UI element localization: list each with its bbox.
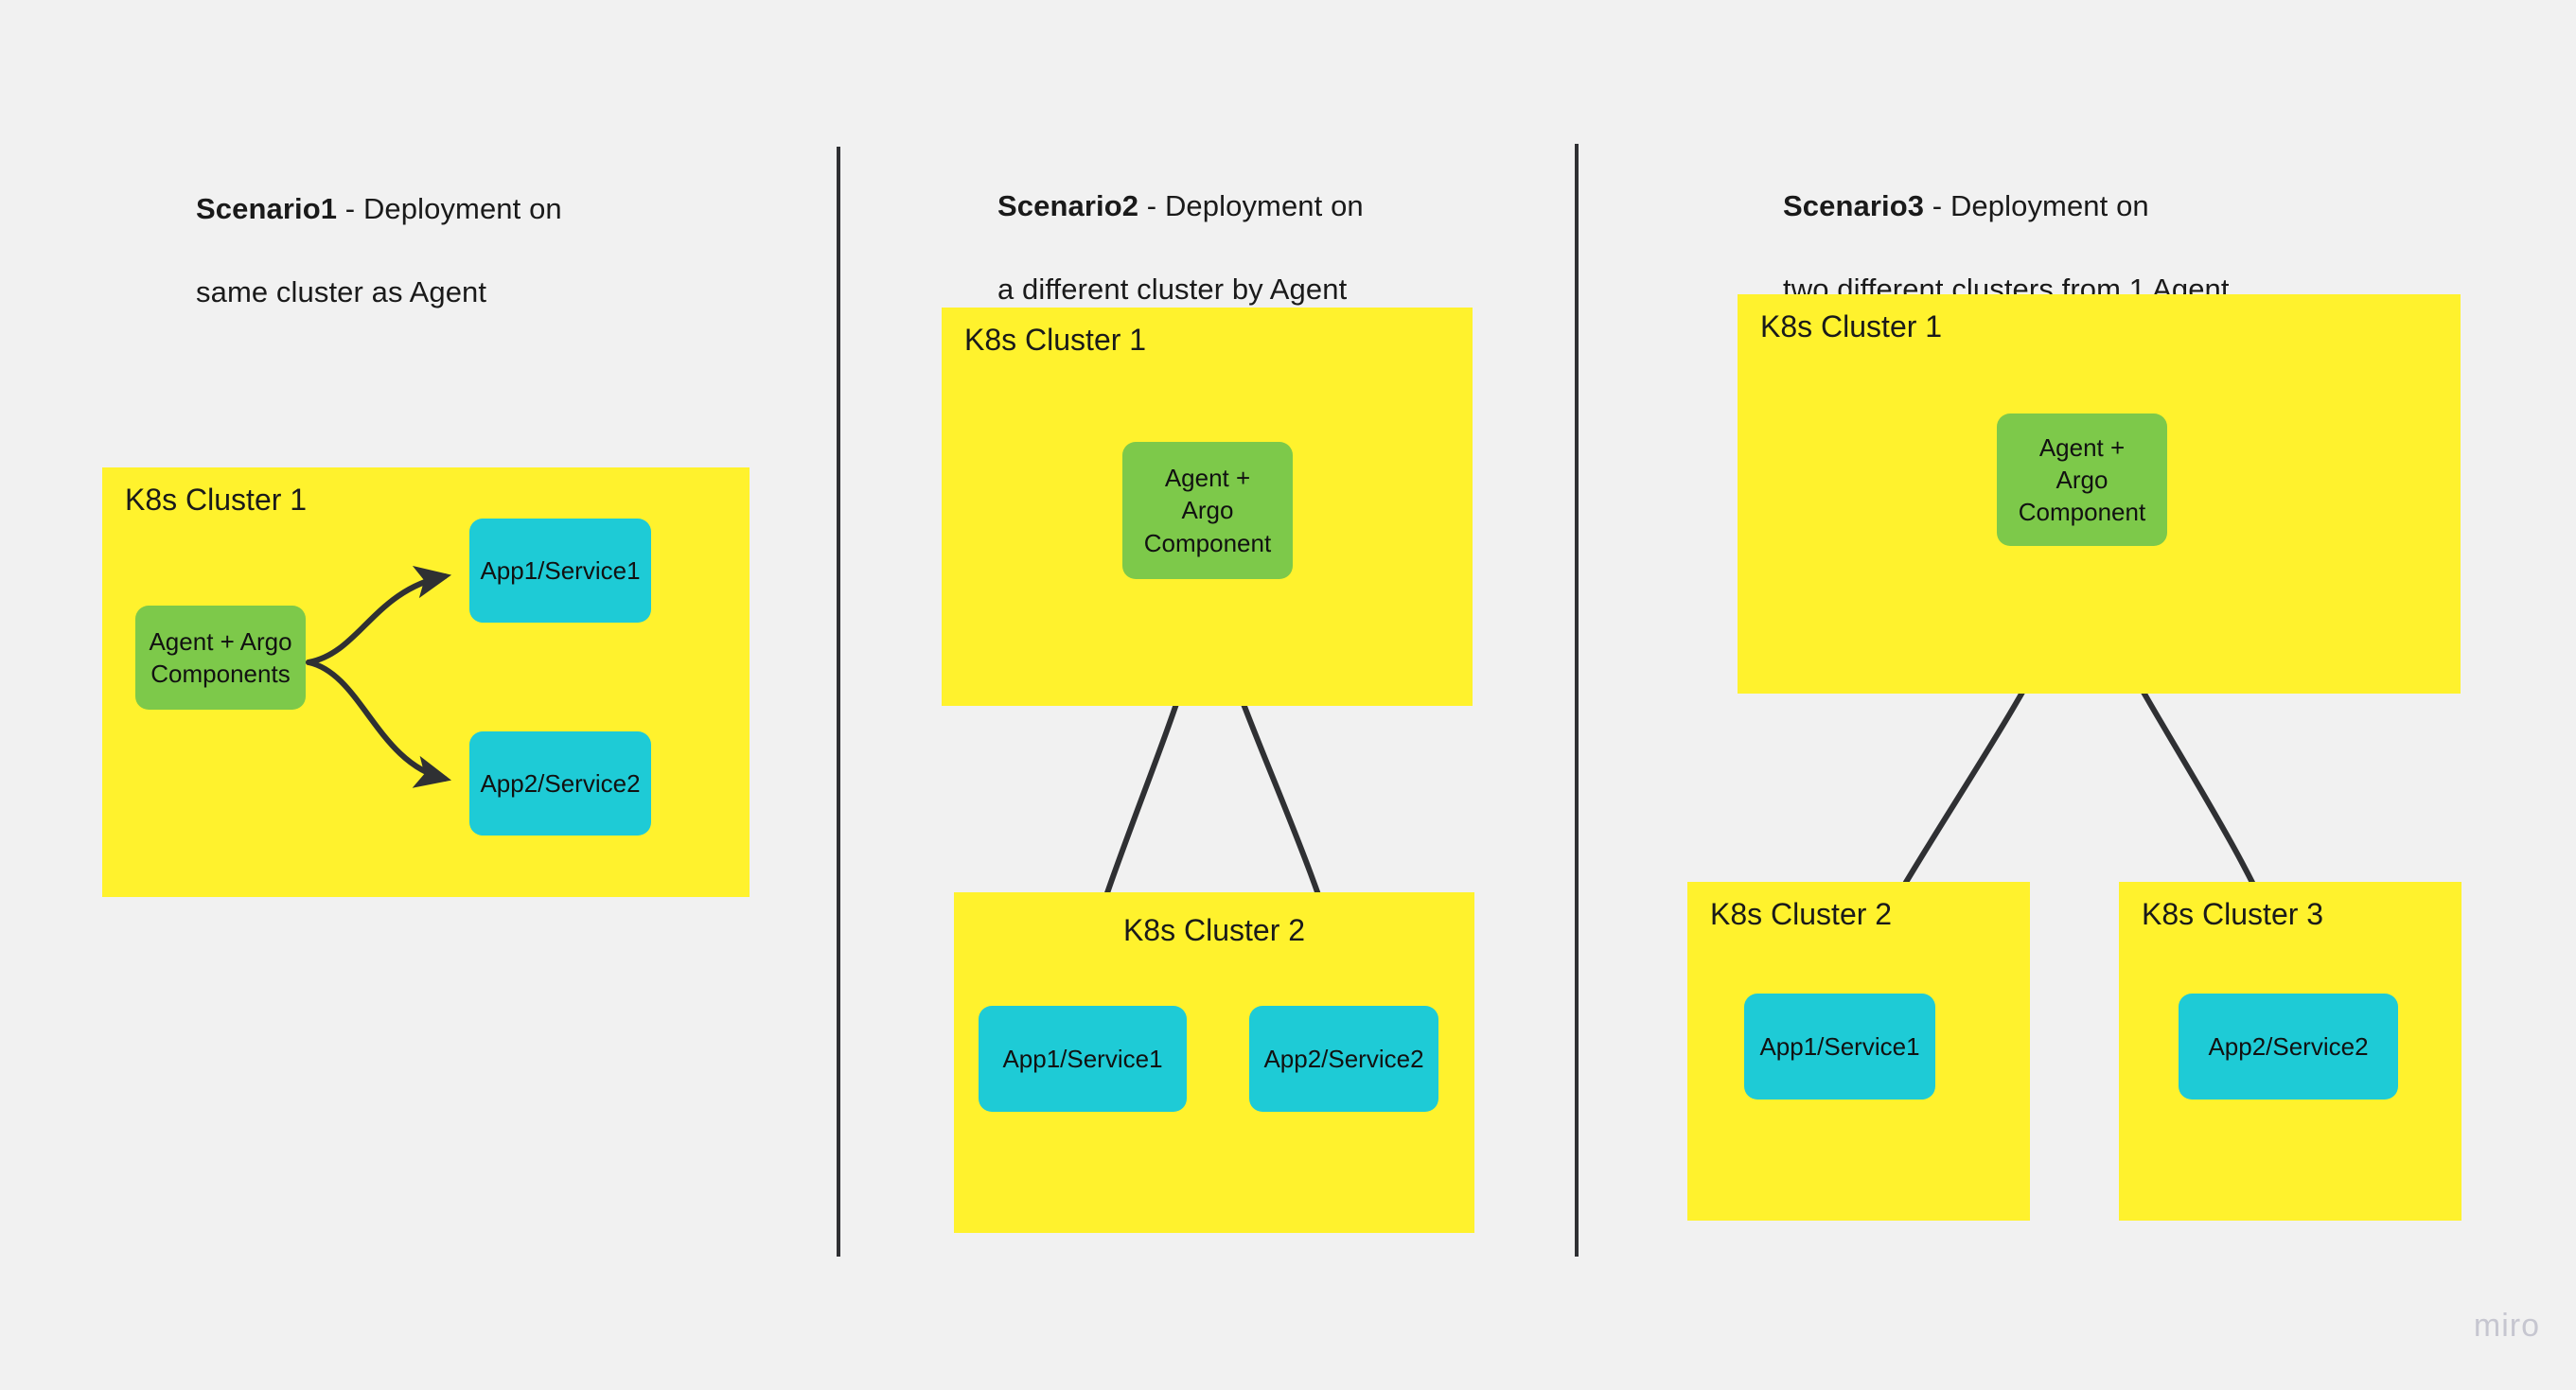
node-label-s3-app2: App2/Service2 — [2208, 1031, 2369, 1061]
miro-watermark: miro — [2473, 1308, 2540, 1344]
node-s2-app2[interactable]: App2/Service2 — [1249, 1006, 1438, 1112]
divider-scenario1-scenario2 — [837, 147, 840, 1257]
scenario1-title-rest: - Deployment on — [337, 192, 562, 226]
node-s3-agent[interactable]: Agent + Argo Component — [1997, 413, 2167, 546]
cluster-label-s2-cluster1: K8s Cluster 1 — [964, 323, 1147, 357]
node-label-s1-agent: Agent + Argo Components — [149, 626, 292, 688]
cluster-label-s3-cluster1: K8s Cluster 1 — [1760, 309, 1943, 343]
scenario3-title-lead: Scenario3 — [1783, 189, 1925, 223]
node-label-s3-app1: App1/Service1 — [1759, 1031, 1920, 1061]
node-s3-app2[interactable]: App2/Service2 — [2179, 994, 2398, 1100]
scenario3-title-rest: - Deployment on — [1924, 189, 2149, 223]
node-s3-app1[interactable]: App1/Service1 — [1744, 994, 1935, 1100]
scenario2-title-lead: Scenario2 — [997, 189, 1139, 223]
divider-scenario2-scenario3 — [1575, 144, 1579, 1257]
scenario1-title-lead: Scenario1 — [196, 192, 338, 226]
scenario2-title-line2: a different cluster by Agent — [997, 273, 1348, 307]
scenario2-title: Scenario2 - Deployment on a different cl… — [997, 144, 1509, 310]
scenario1-title: Scenario1 - Deployment on same cluster a… — [196, 147, 688, 313]
node-label-s1-app2: App2/Service2 — [480, 768, 641, 798]
node-label-s2-agent: Agent + Argo Component — [1143, 464, 1272, 557]
node-label-s3-agent: Agent + Argo Component — [2018, 432, 2146, 527]
node-s1-app2[interactable]: App2/Service2 — [469, 731, 651, 836]
node-s2-agent[interactable]: Agent + Argo Component — [1122, 442, 1293, 579]
node-s1-app1[interactable]: App1/Service1 — [469, 519, 651, 623]
cluster-label-s3-cluster2: K8s Cluster 2 — [1710, 897, 1893, 931]
cluster-label-s3-cluster3: K8s Cluster 3 — [2142, 897, 2324, 931]
node-s2-app1[interactable]: App1/Service1 — [979, 1006, 1187, 1112]
node-label-s1-app1: App1/Service1 — [480, 555, 641, 585]
scenario3-title: Scenario3 - Deployment on two different … — [1783, 144, 2351, 310]
cluster-label-s1-cluster1: K8s Cluster 1 — [125, 483, 308, 517]
node-label-s2-app1: App1/Service1 — [1002, 1044, 1163, 1073]
scenario2-title-rest: - Deployment on — [1138, 189, 1364, 223]
cluster-label-s2-cluster2: K8s Cluster 2 — [1122, 913, 1306, 947]
node-label-s2-app2: App2/Service2 — [1263, 1044, 1424, 1073]
node-s1-agent[interactable]: Agent + Argo Components — [135, 606, 306, 710]
scenario1-title-line2: same cluster as Agent — [196, 275, 487, 309]
